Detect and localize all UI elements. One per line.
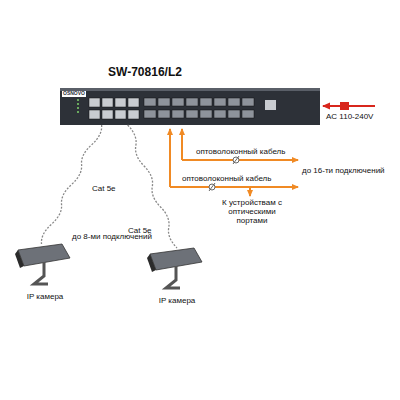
sfp-port — [158, 98, 170, 106]
annotation-label: до 8-ми подключений — [72, 232, 172, 241]
switch-case — [60, 88, 320, 125]
sfp-port — [200, 98, 212, 106]
console-port — [265, 100, 276, 110]
power-plug — [340, 102, 349, 110]
edge-label: Cat 5e — [128, 226, 152, 235]
sfp-port — [172, 98, 184, 106]
sfp-port — [186, 110, 198, 118]
annotation-label: К устройствам с оптическими портами — [212, 198, 292, 226]
annotation-label: оптоволоконный кабель — [182, 174, 292, 183]
rj45-port — [89, 110, 100, 119]
fiber-cable — [249, 187, 251, 196]
fiber-cable — [182, 159, 298, 161]
network-switch: OSNOVO — [60, 88, 320, 125]
fiber-cable — [181, 129, 183, 160]
sfp-port — [158, 110, 170, 118]
annotation-label: AC 110-240V — [326, 112, 396, 121]
node-label: IP камера — [142, 296, 212, 305]
camera-icon — [10, 240, 80, 292]
status-led — [77, 107, 79, 109]
sfp-port — [144, 110, 156, 118]
annotation-label: оптоволоконный кабель — [196, 147, 306, 156]
sfp-port — [228, 98, 240, 106]
camera-mount — [166, 266, 180, 288]
sfp-port — [242, 110, 254, 118]
sfp-port — [242, 98, 254, 106]
rj45-port — [102, 98, 113, 107]
rj45-port — [128, 98, 139, 107]
fiber-cable — [170, 186, 298, 188]
rj45-port — [102, 110, 113, 119]
camera-lens — [15, 250, 24, 268]
sfp-port — [214, 110, 226, 118]
status-led — [77, 111, 79, 113]
sfp-port — [186, 98, 198, 106]
switch-top — [60, 88, 320, 91]
brand-logo: OSNOVO — [62, 91, 86, 97]
sfp-port — [228, 110, 240, 118]
sfp-port — [172, 110, 184, 118]
rj45-port — [115, 98, 126, 107]
rj45-port — [128, 110, 139, 119]
camera-mount — [34, 262, 48, 284]
ethernet-cable — [128, 125, 177, 248]
rj45-port — [115, 110, 126, 119]
node-label: IP камера — [10, 292, 80, 301]
sfp-port — [144, 98, 156, 106]
edge-label: Cat 5e — [92, 184, 116, 193]
diagram-title: SW-70816/L2 — [90, 66, 200, 80]
status-led — [77, 99, 79, 101]
camera-lens — [147, 254, 156, 272]
sfp-port — [200, 110, 212, 118]
camera-icon — [142, 244, 212, 296]
ip-camera: IP камера — [142, 244, 212, 316]
annotation-label: до 16-ти подключений — [302, 166, 398, 175]
switch-body — [60, 88, 320, 125]
status-led — [77, 103, 79, 105]
rj45-port — [89, 98, 100, 107]
sfp-port — [214, 98, 226, 106]
fiber-cable — [169, 129, 171, 187]
cable-symbol — [209, 156, 239, 191]
ip-camera: IP камера — [10, 240, 80, 312]
